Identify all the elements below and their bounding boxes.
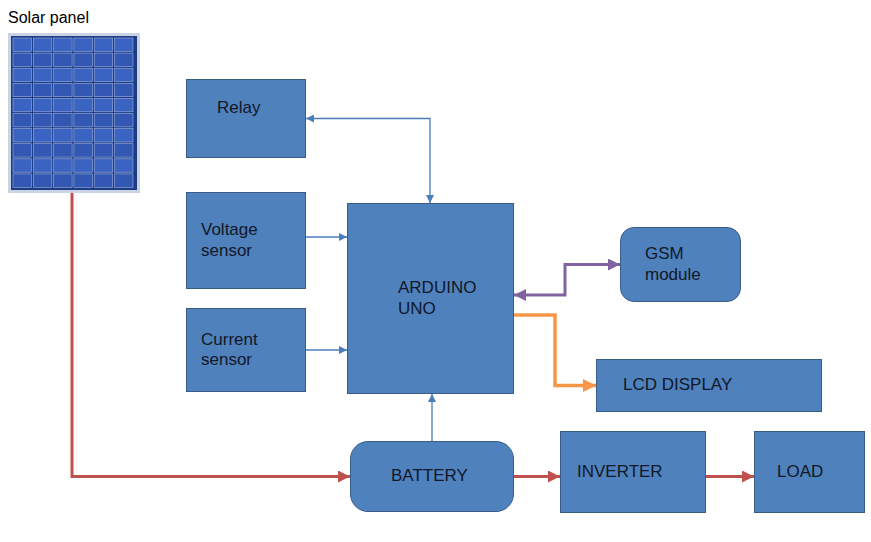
panel-cell bbox=[54, 114, 73, 127]
panel-cell bbox=[54, 174, 73, 187]
panel-cell bbox=[115, 83, 134, 96]
node-label: INVERTER bbox=[577, 462, 663, 482]
display-box: LCD DISPLAY bbox=[596, 359, 822, 412]
panel-cell bbox=[33, 129, 52, 142]
panel-cell bbox=[54, 38, 73, 51]
panel-cell bbox=[115, 68, 134, 81]
panel-cell bbox=[13, 68, 32, 81]
node-heading: Solar panel bbox=[8, 8, 89, 27]
panel-cell bbox=[54, 159, 73, 172]
panel-cell bbox=[115, 129, 134, 142]
panel-cell bbox=[115, 53, 134, 66]
panel-cell bbox=[54, 53, 73, 66]
panel-cell bbox=[115, 144, 134, 157]
panel-cell bbox=[13, 114, 32, 127]
node-label: LCD DISPLAY bbox=[623, 375, 732, 395]
connector-arrow bbox=[431, 394, 432, 441]
panel-cell bbox=[13, 159, 32, 172]
panel-cell bbox=[54, 144, 73, 157]
panel-cell bbox=[74, 174, 93, 187]
panel-cell bbox=[94, 98, 113, 111]
panel-cell bbox=[94, 174, 113, 187]
solar-panel: Solar panel bbox=[8, 8, 140, 193]
connector-arrow bbox=[306, 119, 430, 204]
panel-cell bbox=[13, 38, 32, 51]
node-label: BATTERY bbox=[391, 466, 468, 486]
panel-cell bbox=[94, 144, 113, 157]
panel-cell bbox=[94, 53, 113, 66]
relay-box: Relay bbox=[186, 79, 306, 158]
panel-cell bbox=[74, 144, 93, 157]
panel-cell bbox=[74, 159, 93, 172]
load-box: LOAD bbox=[754, 431, 865, 513]
panel-cell bbox=[94, 38, 113, 51]
panel-cell bbox=[13, 174, 32, 187]
panel-cell bbox=[94, 114, 113, 127]
panel-backing bbox=[11, 36, 137, 190]
panel-cell bbox=[115, 174, 134, 187]
panel-cell bbox=[94, 83, 113, 96]
panel-cell bbox=[74, 53, 93, 66]
node-label: Relay bbox=[217, 98, 260, 118]
panel-cell bbox=[33, 174, 52, 187]
connector-arrow bbox=[306, 236, 347, 237]
panel-cell bbox=[33, 98, 52, 111]
node-label: Current sensor bbox=[201, 330, 275, 371]
panel-cell bbox=[13, 144, 32, 157]
panel-cell bbox=[13, 83, 32, 96]
panel-frame bbox=[8, 33, 140, 193]
panel-cell bbox=[54, 83, 73, 96]
panel-cell bbox=[115, 98, 134, 111]
panel-cell bbox=[74, 129, 93, 142]
controller-box: ARDUINO UNO bbox=[347, 203, 514, 394]
panel-cell bbox=[115, 114, 134, 127]
panel-cell bbox=[115, 38, 134, 51]
node-label: GSM module bbox=[645, 244, 720, 285]
connector-arrow bbox=[706, 475, 754, 478]
node-label: ARDUINO UNO bbox=[398, 278, 485, 319]
connector-arrow bbox=[514, 315, 596, 386]
node-label: Voltage sensor bbox=[201, 220, 275, 261]
panel-cell bbox=[94, 129, 113, 142]
panel-cell bbox=[94, 159, 113, 172]
sensor-box: Voltage sensor bbox=[186, 192, 306, 289]
panel-cell bbox=[74, 38, 93, 51]
panel-cell bbox=[74, 68, 93, 81]
solar-panel-picture bbox=[8, 33, 140, 193]
panel-cell bbox=[33, 68, 52, 81]
panel-cell bbox=[54, 68, 73, 81]
panel-cell bbox=[115, 159, 134, 172]
connector-arrow bbox=[306, 349, 347, 350]
sensor-box: Current sensor bbox=[186, 308, 306, 392]
battery-box: BATTERY bbox=[350, 441, 514, 512]
node-label: LOAD bbox=[777, 462, 823, 482]
panel-cell bbox=[33, 114, 52, 127]
panel-cell bbox=[33, 83, 52, 96]
panel-cell bbox=[74, 83, 93, 96]
panel-cell bbox=[13, 98, 32, 111]
panel-cells bbox=[13, 38, 133, 187]
panel-cell bbox=[74, 114, 93, 127]
inverter-box: INVERTER bbox=[560, 431, 706, 513]
gsm-box: GSM module bbox=[620, 227, 741, 302]
connector-arrow bbox=[72, 193, 350, 477]
connector-arrow bbox=[514, 475, 560, 478]
panel-cell bbox=[74, 98, 93, 111]
connector-arrow bbox=[514, 265, 620, 296]
panel-cell bbox=[33, 159, 52, 172]
panel-cell bbox=[33, 53, 52, 66]
panel-cell bbox=[13, 53, 32, 66]
panel-cell bbox=[33, 144, 52, 157]
panel-cell bbox=[33, 38, 52, 51]
panel-cell bbox=[94, 68, 113, 81]
panel-cell bbox=[54, 129, 73, 142]
panel-cell bbox=[54, 98, 73, 111]
panel-cell bbox=[13, 129, 32, 142]
